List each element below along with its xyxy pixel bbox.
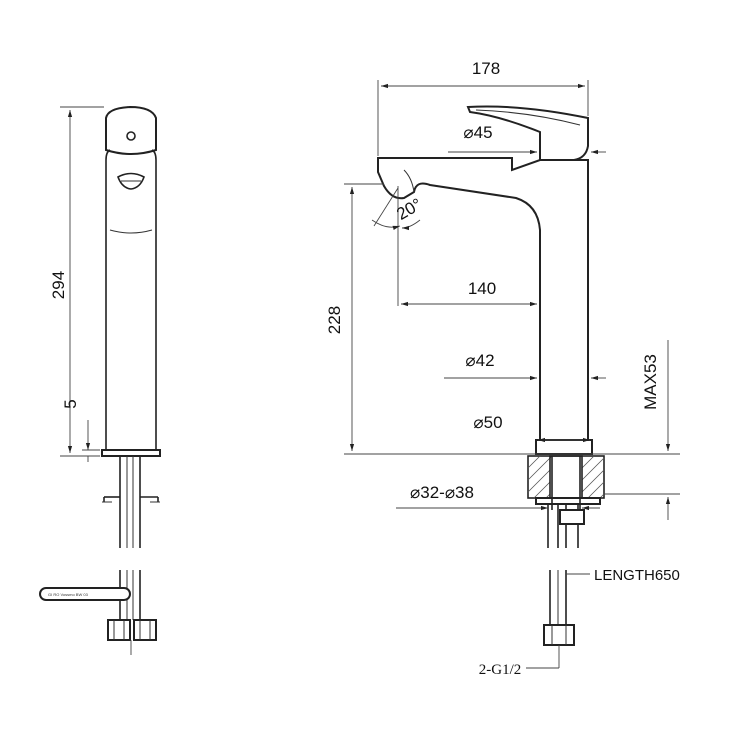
spout-reach-label: 140 [468,279,496,298]
side-nut-left [107,619,131,641]
side-nut-right [133,619,157,641]
front-body [377,157,589,441]
hose-length-label: LENGTH650 [594,567,680,584]
front-hose-nut [543,624,575,646]
side-handle-dot [126,131,136,141]
width-top-label: 178 [472,59,500,78]
thread-label: 2-G1/2 [479,662,522,678]
side-body [105,149,157,451]
handle-diameter-label: ⌀45 [463,123,492,142]
side-hose-lower: GI RO Vossmo BW 03 [39,570,157,655]
front-view: 178 ⌀45 20° 140 228 ⌀42 ⌀50 ⌀32-⌀38 MAX5… [325,59,680,678]
body-diameter-label: ⌀42 [465,351,494,370]
svg-text:GI RO Vossmo: GI RO Vossmo BW 03 [48,592,89,597]
side-handle [105,105,157,155]
total-height-label: 294 [49,271,68,299]
side-dimensions [60,106,104,462]
side-mounting [102,456,160,548]
base-diameter-label: ⌀50 [473,413,502,432]
hole-range-label: ⌀32-⌀38 [410,483,474,502]
base-height-label: 5 [61,399,80,408]
front-mounting-block [527,455,605,510]
side-base-plate [101,449,161,457]
side-aerator [117,172,145,190]
front-dimension-lines [344,80,680,575]
side-view: GI RO Vossmo BW 03 294 5 [39,105,161,655]
body-height-label: 228 [325,306,344,334]
max-thickness-label: MAX53 [641,354,660,410]
front-base [535,439,593,455]
side-label-tag [39,587,131,601]
front-hoses [543,504,585,668]
